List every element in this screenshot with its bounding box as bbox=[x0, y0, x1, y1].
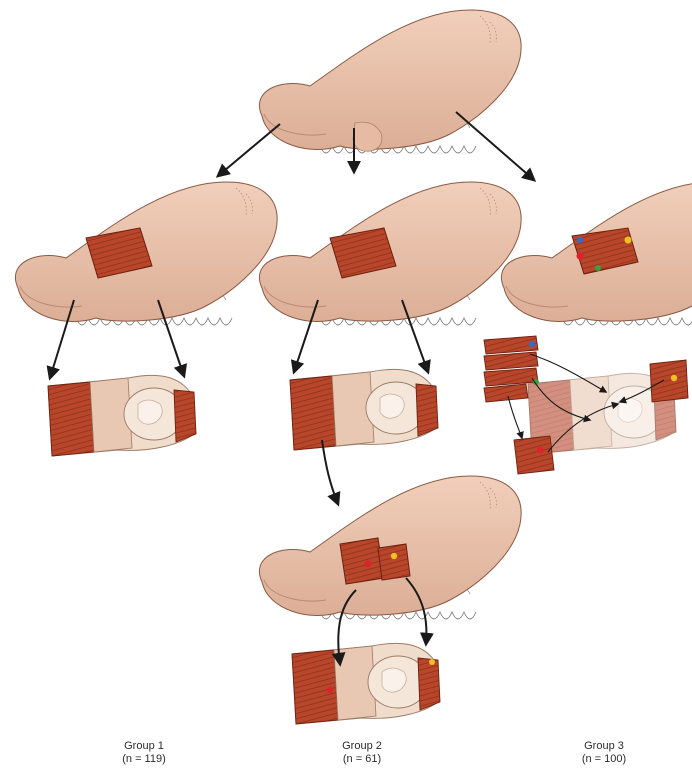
caption-group-3: Group 3 (n = 100) bbox=[534, 740, 674, 766]
specimen-group-1 bbox=[48, 375, 196, 456]
caption-group-1: Group 1 (n = 119) bbox=[74, 740, 214, 766]
specimen-group-2-final bbox=[292, 643, 440, 724]
group-2-count: (n = 61) bbox=[292, 753, 432, 766]
group-1-label: Group 1 bbox=[74, 740, 214, 753]
caption-group-2: Group 2 (n = 61) bbox=[292, 740, 432, 766]
margin-sample-group-2 bbox=[340, 538, 384, 584]
group-1-count: (n = 119) bbox=[74, 753, 214, 766]
group-3-count: (n = 100) bbox=[534, 753, 674, 766]
specimen-group-2 bbox=[290, 369, 438, 450]
group-2-label: Group 2 bbox=[292, 740, 432, 753]
margin-block-group-2 bbox=[378, 544, 410, 580]
tongue-top bbox=[259, 10, 521, 153]
group-3-label: Group 3 bbox=[534, 740, 674, 753]
